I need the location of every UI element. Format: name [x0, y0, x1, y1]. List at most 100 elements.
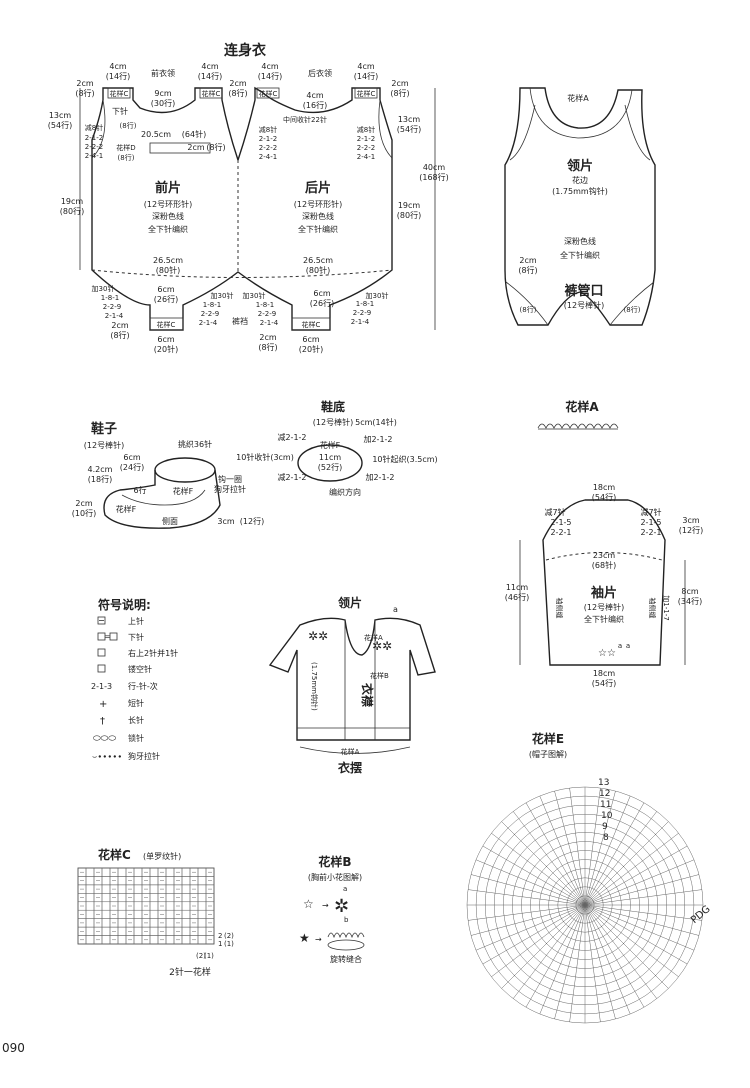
- dim-label: 23cm: [593, 551, 616, 560]
- picot-label: 狗牙拉针: [214, 484, 246, 494]
- rib-cell: [165, 876, 175, 886]
- pat-c-label: 花样C: [110, 89, 129, 98]
- hat-row-label: 9: [602, 822, 608, 832]
- rib-cell: [181, 901, 191, 911]
- dim-label: 6cm: [302, 335, 319, 344]
- dim-label: 4cm: [357, 62, 374, 71]
- rib-cell: [165, 909, 175, 919]
- rib-cell: [149, 926, 159, 936]
- picot-symbol-icon: ⌣∙∙∙∙∙: [92, 752, 122, 761]
- add-label: 加1-1-7: [662, 595, 671, 620]
- yo-symbol-icon: [97, 664, 106, 673]
- seq-label: 2-1-2: [259, 135, 277, 143]
- dim-label: (24行): [120, 462, 144, 472]
- rib-cell: [85, 918, 95, 928]
- dim-label: (80针): [156, 265, 180, 275]
- hat-row-label: 10: [601, 811, 613, 821]
- rib-cell: [197, 918, 207, 928]
- dim-label: (8行): [206, 142, 225, 152]
- dim-label: 20.5cm: [141, 130, 171, 139]
- dim-label: (18行): [88, 474, 112, 484]
- dim-label: (20针): [154, 344, 178, 354]
- shoulder-band-2: [199, 87, 223, 99]
- onesie-armhole-front: [91, 99, 106, 159]
- dim-label: 5cm(14针): [355, 417, 397, 427]
- seq-label: 2-2-1: [640, 528, 661, 537]
- rib-cell: [117, 884, 127, 894]
- dim-label: (54行): [592, 492, 616, 502]
- shoe-cuff: [154, 457, 216, 483]
- hat-spokes: [467, 787, 703, 1023]
- seq-label: 2-2-9: [258, 310, 276, 318]
- stitch-label: 全下针编织: [298, 224, 338, 234]
- hat-spoke: [491, 904, 586, 977]
- hat-row-label: 12: [599, 789, 610, 799]
- rib-grid: [77, 867, 215, 945]
- rib-cell: [117, 876, 127, 886]
- dim-label: 2cm: [391, 79, 408, 88]
- onesie-title: 连身衣: [224, 42, 267, 59]
- pattern-a-title: 花样A: [565, 399, 599, 414]
- rib-cell: [133, 876, 143, 886]
- dim-label: 4cm: [109, 62, 126, 71]
- rib-cell: [133, 867, 143, 877]
- add-label: 10针起织(3.5cm): [372, 454, 437, 464]
- rib-cell: [133, 926, 143, 936]
- sleeve-title: 袖片: [591, 585, 617, 601]
- pat-c-label: 花样C: [302, 320, 321, 329]
- hat-row-label: 11: [600, 800, 611, 810]
- rib-cell: [133, 935, 143, 945]
- armhole-edge-right: [624, 104, 651, 161]
- legend-title: 符号说明:: [98, 597, 151, 612]
- onesie-outline: [91, 86, 393, 331]
- dec-label: 减8针: [357, 125, 375, 134]
- legend-item: 长针: [128, 715, 144, 725]
- seq-label: 1-8-1: [256, 301, 274, 309]
- pattern-c-diagram: 花样C (单罗纹针) 2 1 (2) (1) (2) (1) 2针一花样: [77, 847, 234, 978]
- dim-label: 9cm: [154, 89, 171, 98]
- rib-cell: [165, 901, 175, 911]
- seam-label: 旋转缝合: [330, 954, 362, 964]
- dim-label: (26行): [310, 298, 334, 308]
- dec-label: 10针收针(3cm): [236, 452, 294, 462]
- collar-edge: [529, 87, 633, 139]
- leg-label: 裤管口: [563, 283, 603, 299]
- add-label: 加30针: [211, 291, 234, 300]
- rib-cell: [117, 901, 127, 911]
- dim-label: (8行): [110, 330, 129, 340]
- rib-cell: [197, 884, 207, 894]
- pat-d-label: 花样D: [116, 143, 135, 152]
- dim-label: (8行): [258, 342, 277, 352]
- shoe-toe-line: [121, 489, 206, 506]
- sc-symbol-icon: +: [99, 699, 107, 710]
- pat-c-label: 花样C: [357, 89, 376, 98]
- rib-cell: [165, 935, 175, 945]
- hook-loop-label: 钩一圈: [218, 474, 242, 484]
- hat-spoke: [525, 904, 586, 1008]
- needle-label: (12号棒针): [313, 417, 353, 427]
- hat-spoke: [513, 811, 586, 906]
- dim-label: 11cm: [506, 583, 529, 592]
- rib-cell: [149, 901, 159, 911]
- legend-seq-label: 2-1-3: [91, 682, 112, 691]
- dim-label: (8行): [118, 153, 135, 162]
- dim-label: (14行): [354, 71, 378, 81]
- knit-symbol-icon: [109, 632, 118, 641]
- rib-cell: [165, 918, 175, 928]
- legend-item: 行-针-次: [128, 681, 158, 691]
- dim-label: 6cm: [157, 335, 174, 344]
- rib-cell: [117, 867, 127, 877]
- hat-spoke: [470, 874, 586, 906]
- rib-cell: [133, 909, 143, 919]
- placket-label: 衣襟: [360, 683, 375, 707]
- shoe-body: [103, 469, 221, 529]
- pat-c-label: 花样C: [259, 89, 278, 98]
- rib-cell: [181, 926, 191, 936]
- hat-spoke: [584, 904, 631, 1015]
- hat-spoke: [584, 904, 601, 1023]
- col-label: (1): [204, 952, 214, 960]
- dim-label: (46行): [505, 592, 529, 602]
- mark-b: b: [344, 916, 349, 924]
- dim-label: 2cm: [259, 333, 276, 342]
- hat-spoke: [584, 787, 601, 906]
